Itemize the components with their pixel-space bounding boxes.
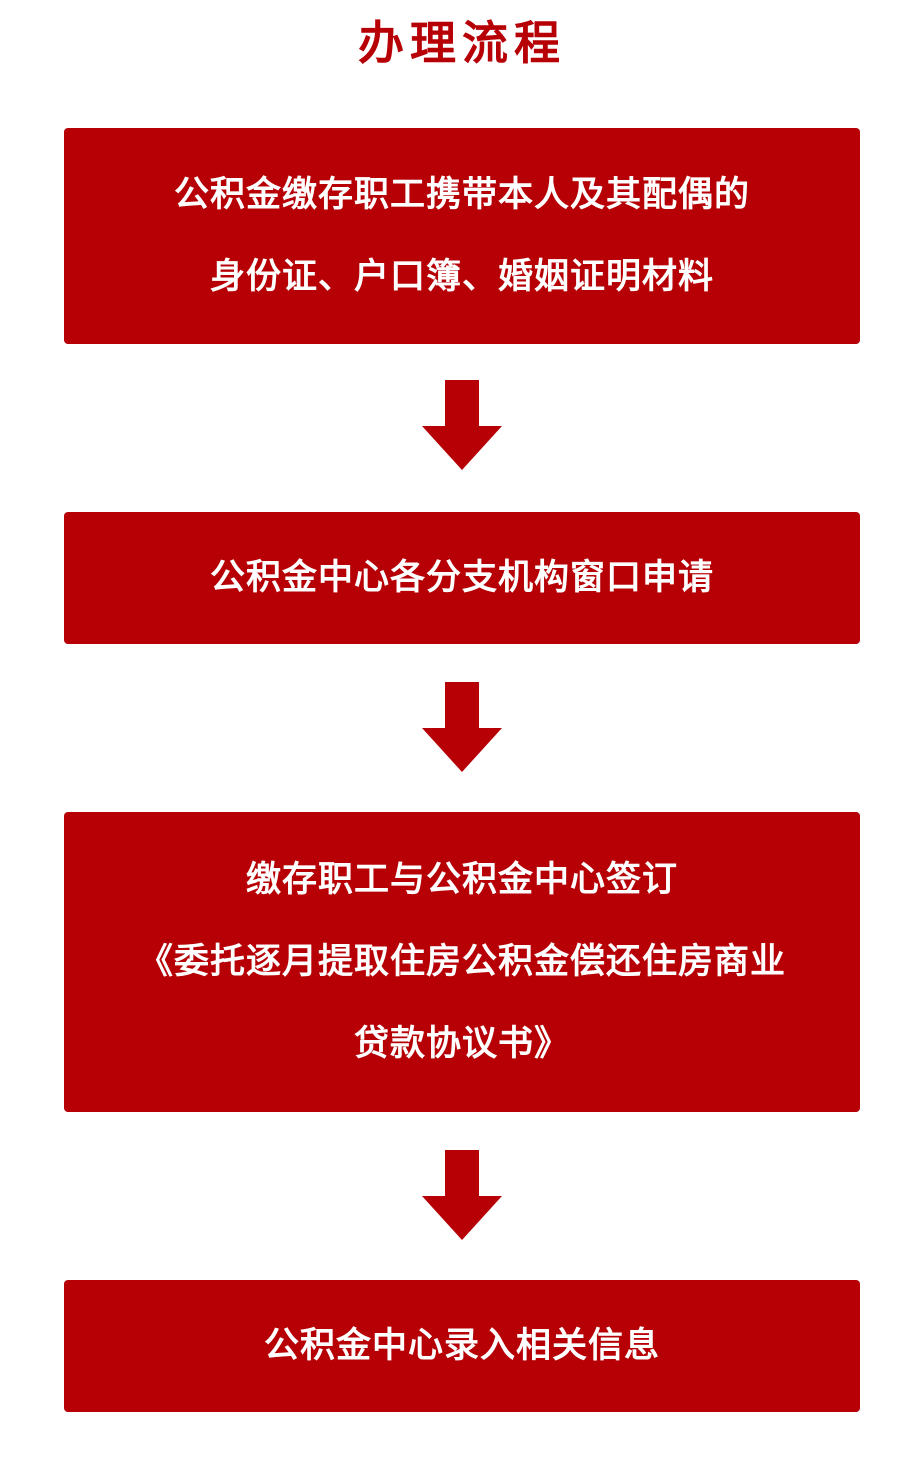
step-4-line-1: 公积金中心录入相关信息 bbox=[263, 1326, 660, 1366]
step-3-box: 缴存职工与公积金中心签订 《委托逐月提取住房公积金偿还住房商业 贷款协议书》 bbox=[64, 812, 860, 1112]
step-2-box: 公积金中心各分支机构窗口申请 bbox=[64, 512, 860, 644]
step-1-line-2: 身份证、户口簿、婚姻证明材料 bbox=[209, 257, 714, 297]
step-1-box: 公积金缴存职工携带本人及其配偶的 身份证、户口簿、婚姻证明材料 bbox=[64, 128, 860, 344]
step-1-line-1: 公积金缴存职工携带本人及其配偶的 bbox=[173, 175, 750, 215]
step-3-line-3: 贷款协议书》 bbox=[353, 1024, 570, 1064]
arrow-down-icon bbox=[422, 380, 502, 470]
step-3-line-2: 《委托逐月提取住房公积金偿还住房商业 bbox=[137, 942, 786, 982]
step-2-line-1: 公积金中心各分支机构窗口申请 bbox=[209, 558, 714, 598]
step-3-line-1: 缴存职工与公积金中心签订 bbox=[245, 860, 678, 900]
arrow-down-icon bbox=[422, 1150, 502, 1240]
arrow-down-icon bbox=[422, 682, 502, 772]
page-title: 办理流程 bbox=[358, 16, 566, 70]
step-4-box: 公积金中心录入相关信息 bbox=[64, 1280, 860, 1412]
